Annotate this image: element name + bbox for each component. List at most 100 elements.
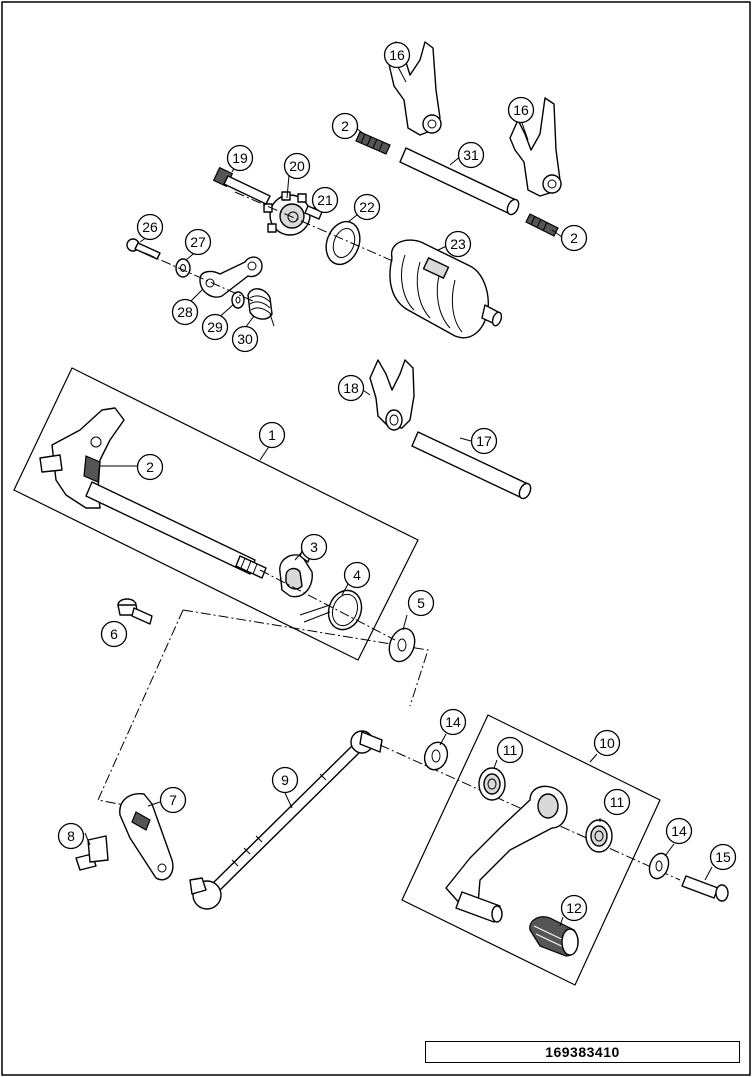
svg-text:29: 29 (207, 319, 223, 335)
svg-text:21: 21 (317, 192, 333, 208)
spring-30 (247, 288, 275, 327)
svg-text:22: 22 (359, 199, 375, 215)
washer-14-right (648, 852, 670, 880)
svg-text:10: 10 (599, 735, 615, 751)
svg-text:14: 14 (671, 823, 687, 839)
callout-2-shaft: 2 (136, 453, 164, 481)
shift-drum-23 (389, 239, 503, 339)
callout-11-right: 11 (603, 788, 631, 816)
bolt-15 (681, 875, 729, 902)
shift-lever-group-frame (401, 714, 661, 986)
svg-text:15: 15 (715, 849, 731, 865)
svg-text:8: 8 (67, 828, 75, 844)
document-number: 169383410 (425, 1041, 740, 1063)
lever-28 (199, 256, 263, 298)
callout-14-right: 14 (665, 817, 693, 845)
svg-text:4: 4 (353, 567, 361, 583)
axis-line-lever (144, 252, 256, 303)
bolt-6 (117, 598, 153, 625)
washer-14-left (423, 741, 449, 771)
spring-4 (299, 589, 363, 631)
bolt-26 (126, 238, 161, 260)
callout-2-upper: 2 (331, 112, 359, 140)
callout-6: 6 (100, 620, 128, 648)
svg-text:30: 30 (237, 331, 253, 347)
return-spring-3 (279, 545, 313, 598)
svg-text:12: 12 (566, 900, 582, 916)
callout-2-right: 2 (560, 224, 588, 252)
axis-line-shaft (259, 569, 396, 641)
svg-text:2: 2 (570, 230, 578, 246)
callout-8: 8 (57, 822, 85, 850)
shift-rod-9 (189, 730, 383, 910)
callout-26: 26 (136, 213, 164, 241)
bolt-8 (75, 835, 109, 871)
callout-21: 21 (311, 186, 339, 214)
svg-text:6: 6 (110, 626, 118, 642)
shift-fork-16-right (509, 97, 562, 197)
callout-9: 9 (271, 766, 299, 794)
callout-29: 29 (201, 313, 229, 341)
svg-text:16: 16 (513, 102, 529, 118)
callout-7: 7 (159, 786, 187, 814)
bolt-19 (212, 166, 271, 205)
callout-1: 1 (258, 421, 286, 449)
svg-text:17: 17 (476, 433, 492, 449)
fork-rod-17 (411, 431, 532, 500)
svg-text:2: 2 (146, 459, 154, 475)
pedal-rubber-12 (529, 916, 579, 957)
callout-22: 22 (353, 193, 381, 221)
svg-text:31: 31 (463, 147, 479, 163)
shift-fork-18 (369, 359, 415, 431)
svg-text:7: 7 (169, 792, 177, 808)
dashed-line-a (182, 609, 429, 707)
spring-2-right (525, 213, 559, 237)
svg-text:16: 16 (389, 47, 405, 63)
shift-star-20 (263, 191, 311, 236)
shift-shaft-group-frame (13, 367, 419, 661)
axis-line-drum (234, 191, 396, 263)
callout-17: 17 (470, 427, 498, 455)
callout-30: 30 (231, 325, 259, 353)
svg-text:5: 5 (417, 595, 425, 611)
bearing-ring-22 (325, 220, 361, 266)
svg-text:18: 18 (343, 380, 359, 396)
callout-18: 18 (337, 374, 365, 402)
svg-text:23: 23 (450, 236, 466, 252)
svg-text:20: 20 (289, 158, 305, 174)
callout-23: 23 (444, 230, 472, 258)
svg-text:27: 27 (190, 234, 206, 250)
foot-shift-lever-10 (445, 785, 568, 923)
callout-3: 3 (300, 533, 328, 561)
callout-5: 5 (407, 589, 435, 617)
svg-text:2: 2 (341, 118, 349, 134)
svg-text:26: 26 (142, 219, 158, 235)
callout-4: 4 (343, 561, 371, 589)
svg-text:11: 11 (610, 794, 625, 810)
svg-text:28: 28 (177, 304, 193, 320)
callout-12: 12 (560, 894, 588, 922)
svg-text:11: 11 (503, 742, 518, 758)
washer-5 (388, 627, 416, 663)
svg-text:3: 3 (310, 539, 318, 555)
callout-15: 15 (709, 843, 737, 871)
bearing-11-left (478, 767, 506, 801)
callout-11-left: 11 (496, 736, 524, 764)
svg-text:9: 9 (281, 772, 289, 788)
shift-shaft-1 (39, 407, 267, 579)
callout-19: 19 (226, 144, 254, 172)
bearing-11-right (585, 819, 613, 853)
callout-27: 27 (184, 228, 212, 256)
callout-31: 31 (457, 141, 485, 169)
callout-16-top: 16 (383, 41, 411, 69)
fork-rod-31 (399, 147, 520, 216)
callout-14-left: 14 (439, 708, 467, 736)
washer-27 (175, 258, 191, 278)
callout-20: 20 (283, 152, 311, 180)
spring-2-upper (355, 131, 391, 155)
shift-lever-7 (119, 793, 174, 881)
washer-29 (231, 291, 245, 309)
